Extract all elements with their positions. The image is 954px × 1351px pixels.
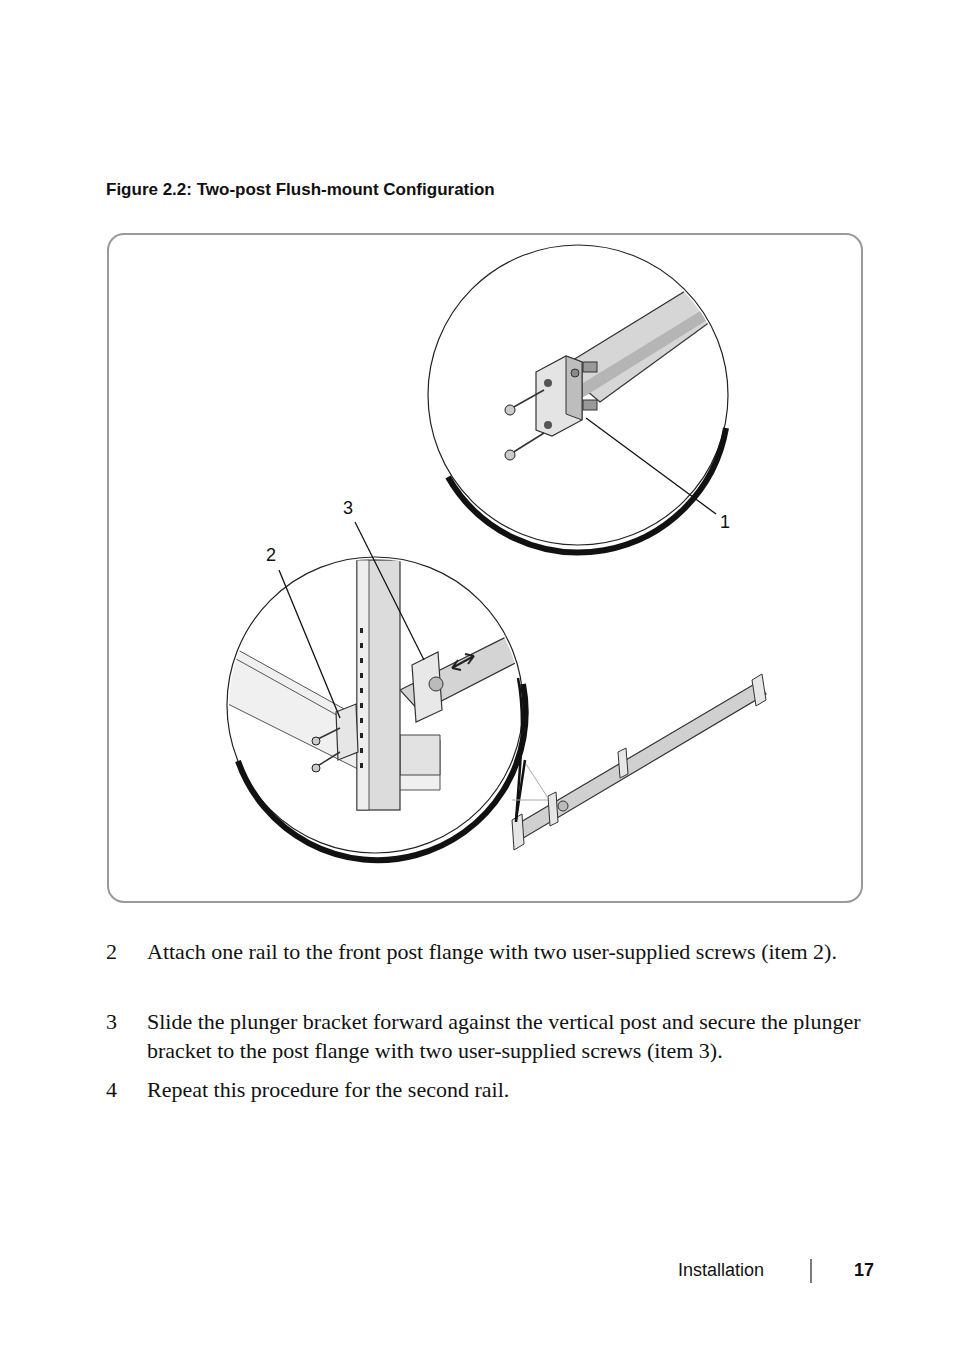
bracket-side: [566, 356, 582, 420]
rail-bracket: [752, 674, 766, 706]
figure-title: Figure 2.2: Two-post Flush-mount Configu…: [106, 180, 495, 200]
vertical-post: [357, 560, 400, 810]
full-rail: [512, 674, 766, 850]
detail-view-bottom: [220, 557, 560, 860]
zoom-line: [512, 800, 548, 801]
screw-path: [316, 728, 340, 740]
screw-path: [512, 433, 544, 453]
post-base: [400, 735, 440, 775]
leader-lines: [279, 418, 716, 718]
leader-line: [279, 570, 340, 718]
slide-arrow: [452, 654, 474, 670]
figure-frame: [108, 234, 862, 902]
rail-bracket: [536, 356, 582, 436]
bracket-hole: [544, 421, 552, 429]
step-text: Attach one rail to the front post flange…: [147, 937, 863, 966]
post-flange: [357, 560, 369, 810]
drawing-part: [360, 733, 363, 738]
step-text: Repeat this procedure for the second rai…: [147, 1075, 863, 1104]
drawing-part: [360, 628, 363, 633]
post-holes: [360, 628, 363, 768]
plunger-bracket: [548, 792, 558, 826]
page-number: 17: [854, 1259, 874, 1281]
drawing-part: [360, 763, 363, 768]
leader-line: [355, 522, 424, 660]
screw: [505, 405, 515, 415]
bracket-hole: [571, 369, 579, 377]
step-number: 4: [106, 1075, 117, 1104]
plunger: [558, 801, 568, 811]
plunger: [429, 677, 443, 691]
step-text: Slide the plunger bracket forward agains…: [147, 1007, 863, 1065]
leader-line: [586, 418, 716, 514]
drawing-part: [360, 718, 363, 723]
rail-peg: [583, 400, 597, 410]
drawing-part: [360, 748, 363, 753]
detail-view-top: [428, 245, 740, 552]
post-scene: [220, 560, 560, 810]
rail-peg: [583, 362, 597, 372]
callout-number: 3: [343, 498, 353, 518]
drawing-part: [360, 688, 363, 693]
footer-section: Installation: [678, 1259, 764, 1281]
rail-end: [505, 282, 740, 460]
rail: [560, 282, 740, 402]
callout-number: 2: [266, 545, 276, 565]
zoom-line: [526, 764, 548, 798]
drawing-part: [360, 643, 363, 648]
rail-bracket: [512, 814, 524, 850]
screw-path: [512, 390, 544, 408]
magnifier-circle: [428, 245, 728, 545]
callout-number: 1: [720, 512, 730, 532]
plunger-bracket: [412, 652, 442, 722]
screw: [312, 737, 320, 745]
step-number: 2: [106, 937, 117, 966]
drawing-part: [360, 658, 363, 663]
screw: [312, 764, 320, 772]
screw: [505, 450, 515, 460]
step-number: 3: [106, 1007, 117, 1036]
bracket-hole: [544, 379, 552, 387]
rack-side: [220, 640, 440, 790]
footer-divider: [810, 1259, 811, 1283]
drawing-part: [360, 703, 363, 708]
rail-body: [514, 682, 766, 840]
rail-clip: [618, 748, 628, 778]
zoom-lines: [512, 678, 548, 822]
screw-path: [316, 752, 340, 767]
rail-edge: [575, 302, 720, 398]
zoom-line: [516, 760, 525, 820]
drawing-part: [360, 673, 363, 678]
